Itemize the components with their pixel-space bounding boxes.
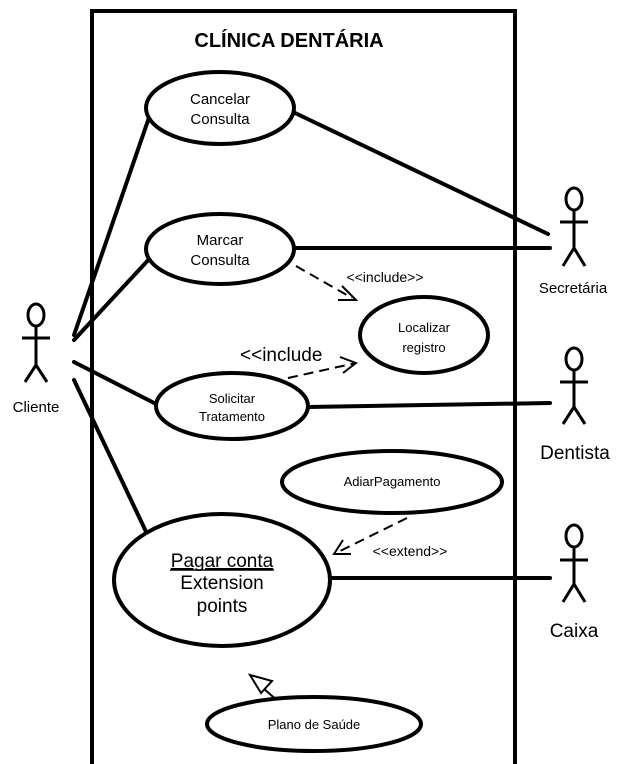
actor-label-secretaria: Secretária xyxy=(539,280,608,297)
use-case-ellipse xyxy=(144,212,296,286)
include-marcar-localizar-arrowhead xyxy=(338,285,359,301)
actor-head xyxy=(26,302,46,328)
use-case-pagar-conta: Pagar conta Extension points xyxy=(112,512,332,648)
actor-label-caixa: Caixa xyxy=(550,621,599,642)
system-boundary xyxy=(90,9,517,764)
use-case-marcar-consulta: Marcar Consulta xyxy=(144,212,296,286)
include-label-solicitar: <<include xyxy=(240,345,322,366)
assoc-cliente-solicitar xyxy=(72,360,160,407)
actor-leg xyxy=(561,583,576,603)
actor-label-cliente: Cliente xyxy=(13,399,60,416)
use-case-label: Solicitar xyxy=(209,391,256,406)
use-case-label: Localizar xyxy=(398,320,451,335)
include-solicitar-localizar-arrowhead xyxy=(339,356,359,374)
use-case-cancelar-consulta: Cancelar Consulta xyxy=(144,70,296,146)
include-label-marcar: <<include>> xyxy=(346,269,423,285)
associations xyxy=(72,104,552,580)
include-marcar-localizar-line xyxy=(295,265,353,299)
actor-leg xyxy=(572,583,587,603)
use-case-label: AdiarPagamento xyxy=(344,474,441,489)
actor-head xyxy=(564,523,584,549)
use-case-label: Extension xyxy=(180,573,263,594)
use-case-ellipse xyxy=(154,371,310,441)
system-title: CLÍNICA DENTÁRIA xyxy=(194,29,383,52)
use-case-label: Consulta xyxy=(190,252,250,269)
use-case-plano-de-saude: Plano de Saúde xyxy=(205,695,423,753)
use-case-label: registro xyxy=(402,340,445,355)
actor-cliente xyxy=(22,302,50,383)
use-case-label: points xyxy=(197,596,248,617)
extend-adiar-pagar-arrowhead xyxy=(332,539,351,555)
actor-secretaria xyxy=(560,186,588,267)
use-case-label: Tratamento xyxy=(199,409,265,424)
actor-leg xyxy=(572,406,587,425)
use-case-ellipse xyxy=(280,449,504,515)
assoc-cliente-pagar xyxy=(72,378,152,542)
use-case-label: Plano de Saúde xyxy=(268,717,361,732)
extend-label: <<extend>> xyxy=(373,543,448,559)
assoc-secretaria-cancelar xyxy=(291,110,550,236)
actor-leg xyxy=(23,364,38,383)
use-case-label: Pagar conta xyxy=(171,551,274,572)
use-case-solicitar-tratamento: Solicitar Tratamento xyxy=(154,371,310,441)
assoc-dentista-solicitar xyxy=(306,401,552,409)
use-case-adiar-pagamento: AdiarPagamento xyxy=(280,449,504,515)
use-case-label: Marcar xyxy=(197,232,244,249)
actor-head xyxy=(564,346,584,372)
use-case-label: Cancelar xyxy=(190,91,250,108)
use-case-localizar-registro: Localizar registro xyxy=(358,295,490,375)
actor-label-dentista: Dentista xyxy=(540,443,610,464)
actor-leg xyxy=(561,406,576,425)
assoc-cliente-marcar xyxy=(72,254,154,342)
use-case-ellipse xyxy=(112,512,332,648)
use-case-ellipse xyxy=(144,70,296,146)
actor-caixa xyxy=(560,523,588,603)
actor-leg xyxy=(572,247,587,267)
actor-head xyxy=(564,186,584,212)
actor-leg xyxy=(34,364,49,383)
include-solicitar-localizar-line xyxy=(287,362,357,379)
actor-leg xyxy=(561,247,576,267)
use-case-ellipse xyxy=(358,295,490,375)
assoc-cliente-cancelar xyxy=(72,104,155,337)
use-case-label: Consulta xyxy=(190,111,250,128)
extend-adiar-pagar-line xyxy=(335,517,408,554)
use-case-ellipse xyxy=(205,695,423,753)
generalization-plano-pagar-arrowhead xyxy=(247,673,274,695)
actor-dentista xyxy=(560,346,588,425)
